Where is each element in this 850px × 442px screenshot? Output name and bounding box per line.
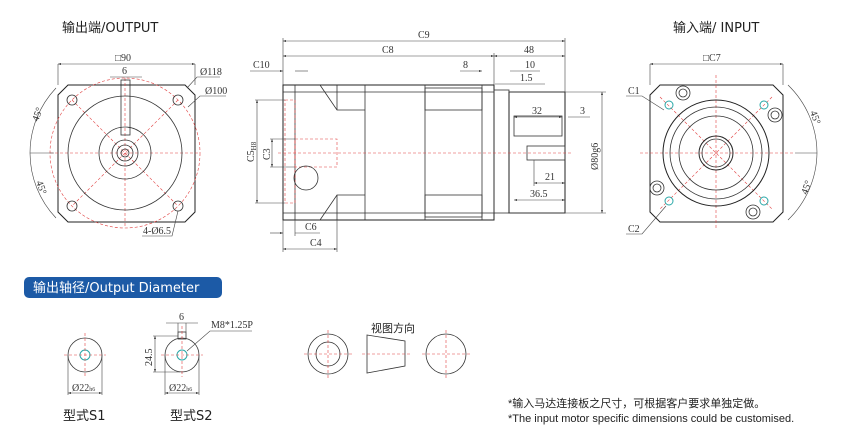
dim-c5: C5: [246, 150, 257, 162]
dim-square-90: □90: [115, 53, 131, 64]
shaft-type-s1: Ø22h6 型式S1: [63, 333, 106, 424]
dim-dia-118: Ø118: [200, 67, 222, 78]
output-view-title: 输出端/OUTPUT: [62, 20, 158, 36]
s2-tol: h6: [186, 387, 192, 393]
svg-text:Ø22h6: Ø22h6: [72, 383, 95, 394]
note-cn: *输入马达连接板之尺寸，可根据客户要求单独定做。: [508, 396, 765, 410]
note-en: *The input motor specific dimensions cou…: [508, 413, 794, 425]
svg-text:C5H8: C5H8: [246, 141, 258, 162]
s2-dia: Ø22: [169, 383, 186, 394]
dim-c5-tol: H8: [250, 141, 258, 150]
svg-text:Ø22h6: Ø22h6: [169, 383, 192, 394]
angle-45-bottom: 45°: [33, 179, 48, 196]
dim-dia-100: Ø100: [205, 86, 227, 97]
dim-10: 10: [525, 60, 535, 71]
s2-key-width: 6: [179, 312, 184, 323]
dim-key-6: 6: [122, 66, 127, 77]
section-banner-text: 输出轴径/Output Diameter: [33, 280, 200, 296]
input-view-title: 输入端/ INPUT: [673, 20, 759, 36]
dim-1-5: 1.5: [520, 73, 533, 84]
dim-c6: C6: [305, 222, 317, 233]
dim-8: 8: [463, 60, 468, 71]
view-direction-label: 视图方向: [371, 321, 415, 335]
s2-label: 型式S2: [170, 409, 213, 424]
dim-c9: C9: [418, 30, 430, 41]
dim-32: 32: [532, 106, 542, 117]
s2-thread: M8*1.25P: [211, 320, 253, 331]
label-c2: C2: [628, 224, 640, 235]
section-banner: [24, 277, 222, 298]
dim-c3: C3: [262, 148, 273, 160]
output-diameter-section: 输出轴径/Output Diameter Ø22h6 型式S1 6 24.5 M…: [24, 277, 470, 424]
label-c1: C1: [628, 86, 640, 97]
dim-c8: C8: [382, 45, 394, 56]
dim-c10: C10: [253, 60, 270, 71]
output-end-view: 输出端/OUTPUT □90 6 Ø118 Ø100 4-Ø6.5 45° 45…: [29, 20, 227, 237]
output-flange: [57, 84, 196, 223]
s1-dia: Ø22: [72, 383, 89, 394]
view-direction-diagram: 视图方向: [304, 321, 470, 378]
angle-45-top: 45°: [30, 106, 45, 123]
dim-c4: C4: [310, 238, 322, 249]
input-end-view: 输入端/ INPUT □C7 C1 C2 45° 45°: [626, 20, 822, 235]
input-angle-45-top: 45°: [807, 109, 822, 126]
dim-36-5: 36.5: [530, 189, 548, 200]
dim-21: 21: [545, 172, 555, 183]
dim-holes: 4-Ø6.5: [143, 226, 171, 237]
s2-height: 24.5: [144, 349, 155, 367]
dim-shaft-dia: Ø80g6: [590, 143, 601, 170]
dim-48: 48: [524, 45, 534, 56]
dim-3: 3: [580, 106, 585, 117]
dim-square-c7: □C7: [703, 53, 721, 64]
s1-tol: h6: [89, 387, 95, 393]
input-angle-45-bottom: 45°: [799, 179, 814, 196]
s1-label: 型式S1: [63, 409, 106, 424]
shaft-type-s2: 6 24.5 M8*1.25P Ø22h6 型式S2: [144, 312, 253, 424]
side-view: C9 C8 48 C10 8 10 1.5 C5H8: [246, 30, 606, 252]
